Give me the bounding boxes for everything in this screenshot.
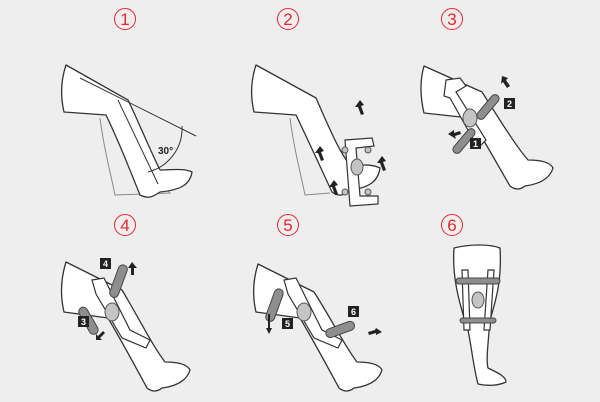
step-number-2: 2	[277, 8, 299, 30]
svg-text:1: 1	[473, 139, 478, 149]
svg-text:6: 6	[351, 307, 356, 317]
svg-text:5: 5	[285, 319, 290, 329]
angle-label: 30°	[158, 146, 173, 157]
svg-text:3: 3	[81, 317, 86, 327]
panel-5-straps-5-6: 5 6	[252, 263, 383, 392]
panel-2-place-brace	[250, 64, 386, 207]
step-number-4: 4	[114, 214, 136, 236]
panel-6-brace-fitted	[452, 244, 507, 386]
badge-5: 5	[282, 318, 293, 329]
badge-6: 6	[348, 306, 359, 317]
badge-4: 4	[100, 258, 111, 269]
step-number-6: 6	[441, 214, 463, 236]
panel-4-straps-3-4: 4 3	[60, 258, 191, 392]
badge-2: 2	[504, 98, 515, 109]
step-number-3: 3	[441, 8, 463, 30]
svg-text:4: 4	[103, 259, 108, 269]
svg-text:2: 2	[507, 99, 512, 109]
badge-3: 3	[78, 316, 89, 327]
badge-1: 1	[470, 138, 481, 149]
panel-1-leg-angle: 30°	[60, 64, 197, 198]
step-number-1: 1	[114, 8, 136, 30]
step-number-5: 5	[277, 214, 299, 236]
panel-3-straps-1-2: 2 1	[420, 65, 554, 190]
